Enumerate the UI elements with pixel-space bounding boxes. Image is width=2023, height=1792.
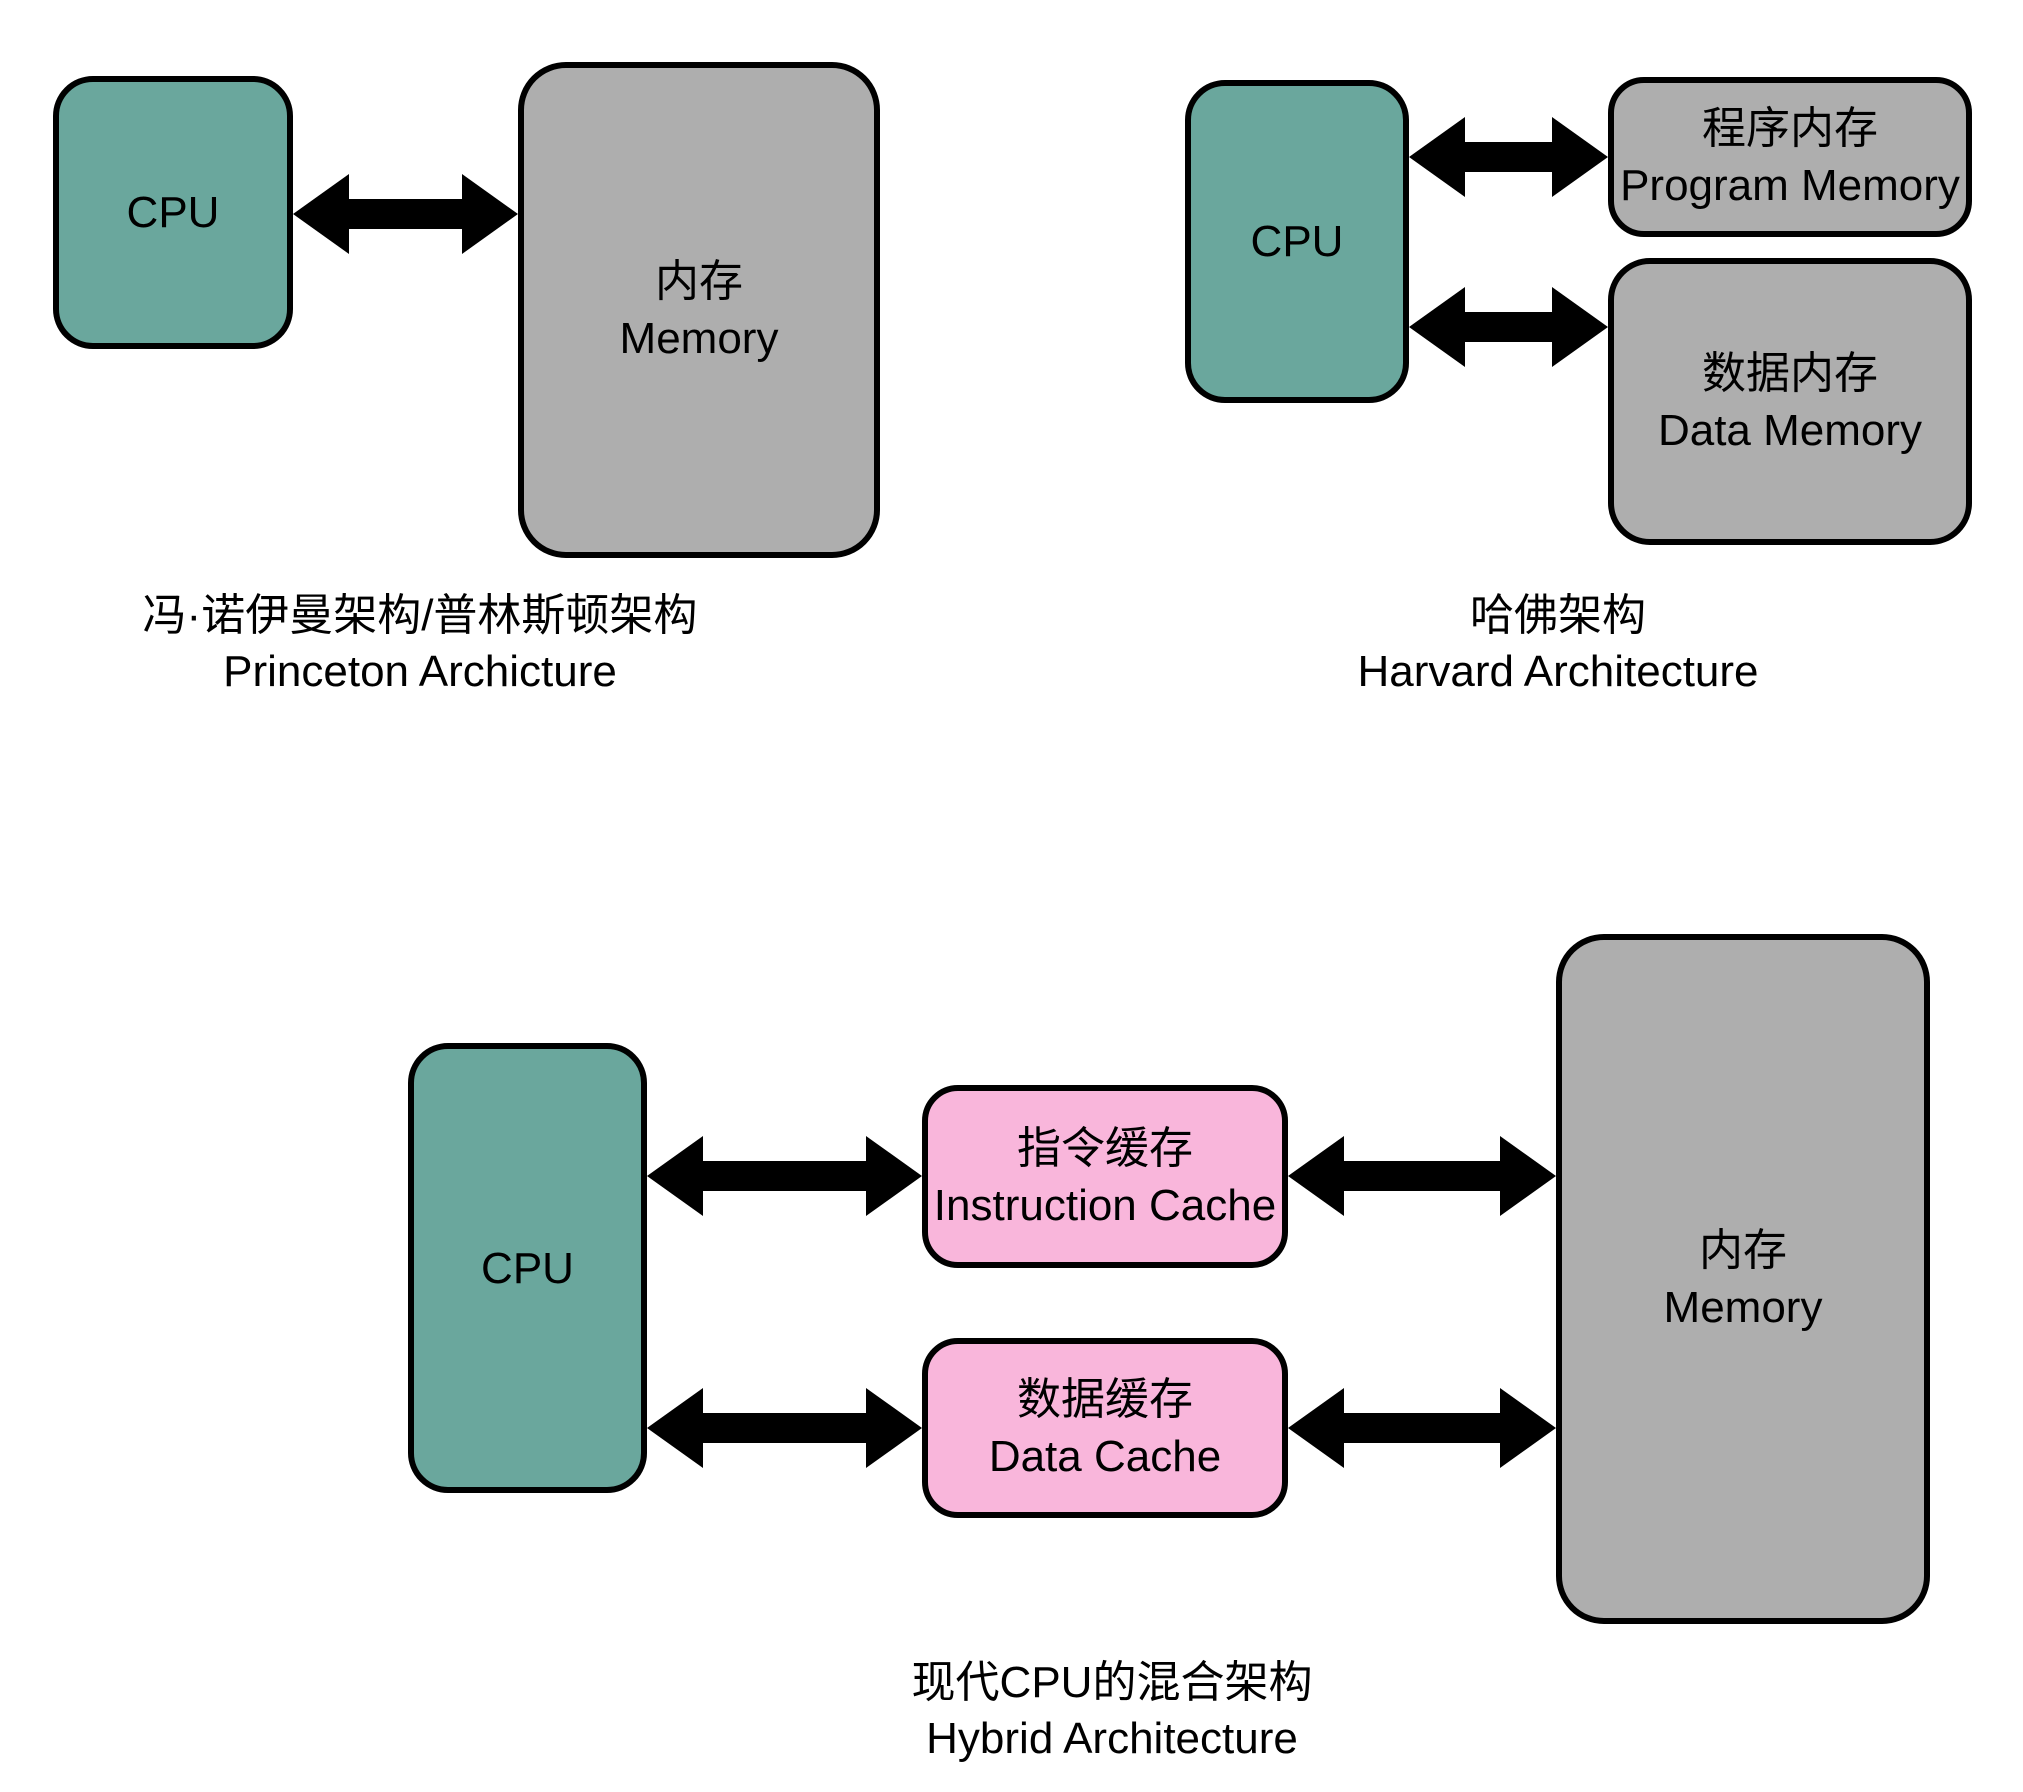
harvard-program-memory-label-en: Program Memory xyxy=(1620,161,1960,210)
princeton-cpu-box: CPU xyxy=(53,76,293,349)
harvard-data-memory-box: 数据内存 Data Memory xyxy=(1608,258,1972,545)
double-arrow-icon xyxy=(1409,287,1608,367)
harvard-program-memory-box: 程序内存 Program Memory xyxy=(1608,77,1972,237)
princeton-caption-zh: 冯·诺伊曼架构/普林斯顿架构 xyxy=(142,591,698,640)
hybrid-caption-en: Hybrid Architecture xyxy=(926,1714,1298,1763)
hybrid-cpu-label: CPU xyxy=(481,1243,574,1293)
harvard-data-memory-label-en: Data Memory xyxy=(1657,405,1923,455)
harvard-caption-en: Harvard Architecture xyxy=(1357,647,1759,696)
hybrid-caption: 现代CPU的混合架构 Hybrid Architecture xyxy=(762,1655,1462,1767)
hybrid-memory-label-zh: 内存 xyxy=(1699,1226,1787,1275)
harvard-caption-zh: 哈佛架构 xyxy=(1470,591,1646,640)
princeton-cpu-label: CPU xyxy=(126,188,220,237)
hybrid-instruction-cache-box: 指令缓存 Instruction Cache xyxy=(922,1085,1288,1268)
hybrid-memory-box: 内存 Memory xyxy=(1556,934,1930,1624)
hybrid-data-cache-box: 数据缓存 Data Cache xyxy=(922,1338,1288,1518)
princeton-caption: 冯·诺伊曼架构/普林斯顿架构 Princeton Archicture xyxy=(70,588,770,700)
hybrid-data-cache-label-en: Data Cache xyxy=(988,1432,1222,1481)
hybrid-instruction-cache-label-en: Instruction Cache xyxy=(933,1180,1277,1230)
hybrid-cpu-box: CPU xyxy=(408,1043,647,1493)
double-arrow-icon xyxy=(1288,1136,1556,1216)
double-arrow-icon xyxy=(647,1136,922,1216)
double-arrow-icon xyxy=(647,1388,922,1468)
princeton-memory-label-zh: 内存 xyxy=(655,257,743,306)
hybrid-memory-label-en: Memory xyxy=(1663,1283,1823,1332)
hybrid-caption-zh: 现代CPU的混合架构 xyxy=(911,1658,1313,1707)
harvard-data-memory-label-zh: 数据内存 xyxy=(1702,348,1878,398)
princeton-caption-en: Princeton Archicture xyxy=(223,647,617,696)
double-arrow-icon xyxy=(1288,1388,1556,1468)
hybrid-data-cache-label-zh: 数据缓存 xyxy=(1017,1375,1193,1424)
double-arrow-icon xyxy=(293,174,518,254)
hybrid-instruction-cache-label-zh: 指令缓存 xyxy=(1017,1123,1193,1173)
princeton-memory-label-en: Memory xyxy=(619,314,779,363)
harvard-cpu-box: CPU xyxy=(1185,80,1409,403)
harvard-program-memory-label-zh: 程序内存 xyxy=(1702,104,1878,153)
harvard-cpu-label: CPU xyxy=(1250,217,1344,266)
double-arrow-icon xyxy=(1409,117,1608,197)
princeton-memory-box: 内存 Memory xyxy=(518,62,880,558)
harvard-caption: 哈佛架构 Harvard Architecture xyxy=(1258,588,1858,700)
